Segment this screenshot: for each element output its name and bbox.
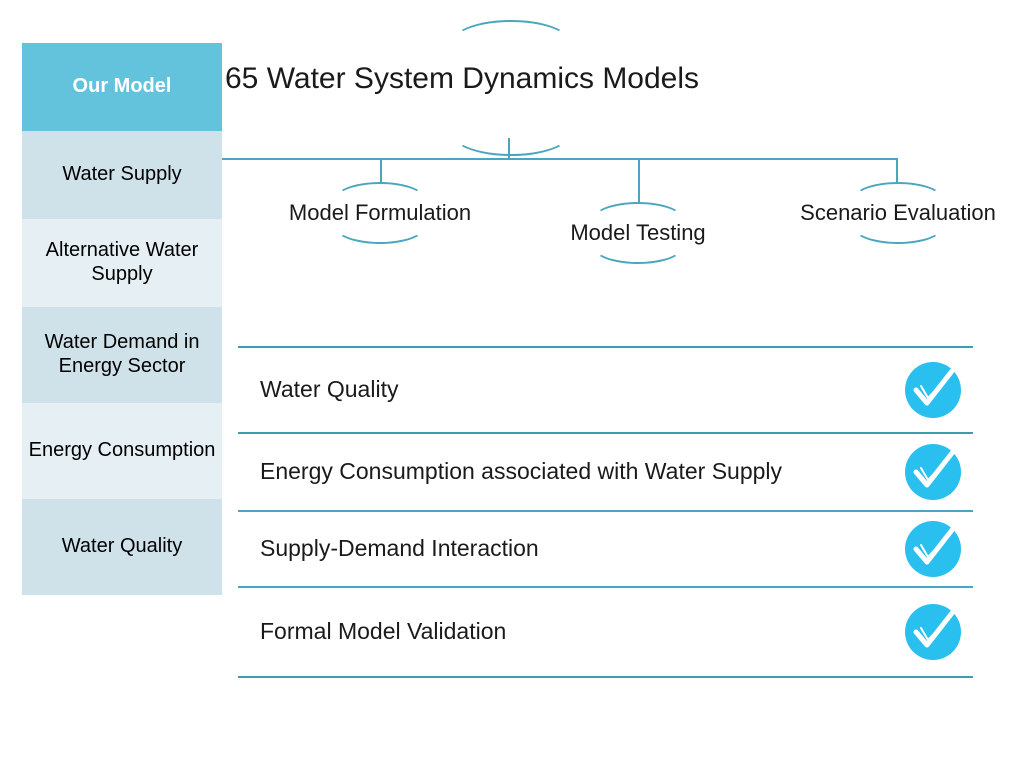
node-top-arc bbox=[592, 202, 684, 238]
check-glyph bbox=[913, 527, 955, 565]
sidebar-item-water-demand-in-energy-sector[interactable]: Water Demand in Energy Sector bbox=[22, 307, 222, 403]
sidebar-item-label: Water Quality bbox=[61, 535, 183, 558]
tree-branch-testing bbox=[638, 158, 640, 204]
node-scenario-evaluation[interactable]: Scenario Evaluation bbox=[798, 182, 998, 244]
sidebar-item-our-model[interactable]: Our Model bbox=[22, 43, 222, 131]
title-bottom-arc bbox=[452, 112, 570, 156]
sidebar-item-alternative-water-supply[interactable]: Alternative Water Supply bbox=[22, 219, 222, 307]
node-top-arc bbox=[334, 182, 426, 218]
tree-trunk-line bbox=[508, 138, 510, 160]
list-item[interactable]: Water Quality bbox=[238, 348, 973, 432]
node-label: Model Formulation bbox=[288, 200, 472, 225]
node-bottom-arc bbox=[334, 208, 426, 244]
checklist-divider bbox=[238, 586, 973, 588]
tree-horizontal-line bbox=[222, 158, 898, 160]
check-glyph bbox=[913, 450, 955, 488]
check-mark-icon bbox=[905, 604, 961, 660]
title-top-arc bbox=[452, 20, 570, 64]
sidebar-item-label: Water Supply bbox=[62, 163, 182, 186]
sidebar-item-label: Energy Consumption bbox=[28, 439, 216, 462]
list-item-label: Water Quality bbox=[260, 376, 399, 403]
node-model-testing[interactable]: Model Testing bbox=[538, 202, 738, 264]
list-item-label: Energy Consumption associated with Water… bbox=[260, 458, 783, 485]
list-item[interactable]: Energy Consumption associated with Water… bbox=[238, 434, 973, 510]
check-mark-icon bbox=[905, 362, 961, 418]
checklist: Water Quality Energy Consumption associa… bbox=[238, 346, 973, 678]
checklist-divider bbox=[238, 510, 973, 512]
list-item[interactable]: Formal Model Validation bbox=[238, 588, 973, 676]
check-glyph bbox=[913, 368, 955, 406]
checklist-divider bbox=[238, 432, 973, 434]
check-mark-icon bbox=[905, 444, 961, 500]
node-label: Scenario Evaluation bbox=[800, 200, 996, 225]
check-mark-icon bbox=[905, 521, 961, 577]
checklist-divider bbox=[238, 346, 973, 348]
tree-branch-scenario bbox=[896, 158, 898, 184]
node-label: Model Testing bbox=[570, 220, 706, 245]
list-item[interactable]: Supply-Demand Interaction bbox=[238, 512, 973, 586]
sidebar-item-label: Water Demand in Energy Sector bbox=[44, 331, 200, 377]
sidebar-item-water-quality[interactable]: Water Quality bbox=[22, 499, 222, 595]
list-item-label: Supply-Demand Interaction bbox=[260, 535, 539, 562]
sidebar-item-water-supply[interactable]: Water Supply bbox=[22, 131, 222, 219]
checklist-divider bbox=[238, 676, 973, 678]
node-top-arc bbox=[852, 182, 944, 218]
sidebar-item-label: Our Model bbox=[72, 75, 172, 98]
check-glyph bbox=[913, 610, 955, 648]
sidebar-item-energy-consumption[interactable]: Energy Consumption bbox=[22, 403, 222, 499]
node-bottom-arc bbox=[852, 208, 944, 244]
list-item-label: Formal Model Validation bbox=[260, 618, 507, 645]
node-bottom-arc bbox=[592, 228, 684, 264]
node-model-formulation[interactable]: Model Formulation bbox=[280, 182, 480, 244]
sidebar: Our Model Water Supply Alternative Water… bbox=[22, 43, 222, 595]
sidebar-item-label: Alternative Water Supply bbox=[45, 239, 199, 285]
tree-branch-formulation bbox=[380, 158, 382, 184]
page-title: 65 Water System Dynamics Models bbox=[225, 62, 700, 95]
